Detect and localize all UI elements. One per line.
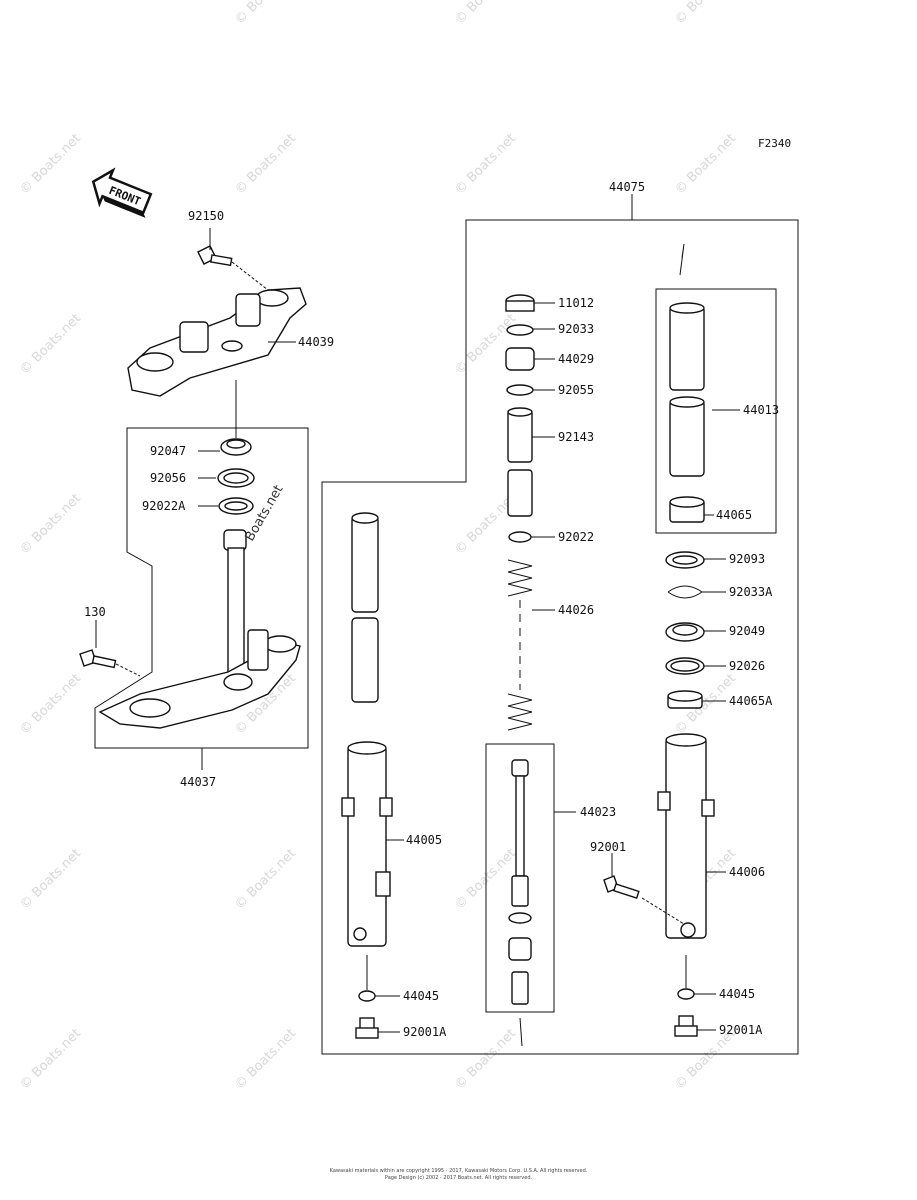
label-44045-right: 44045	[719, 987, 755, 1001]
label-92001A-left: 92001A	[403, 1025, 447, 1039]
front-arrow-icon: FRONT	[91, 167, 153, 218]
label-44013: 44013	[743, 403, 779, 417]
watermark: © Boats.net	[17, 131, 84, 198]
label-44023: 44023	[580, 805, 616, 819]
label-130: 130	[84, 605, 106, 619]
label-44039: 44039	[298, 335, 334, 349]
outer-tube-44006	[657, 733, 715, 939]
label-92056: 92056	[150, 471, 186, 485]
watermark: © Boats.net	[17, 491, 84, 558]
watermark: © Boats.net	[232, 1026, 299, 1093]
upper-bracket-44039	[127, 287, 307, 397]
watermark: © Boats.net	[232, 846, 299, 913]
front-fork-group	[321, 194, 799, 1055]
label-44029: 44029	[558, 352, 594, 366]
label-92047: 92047	[150, 444, 186, 458]
label-92001A-right: 92001A	[719, 1023, 763, 1037]
watermark: © Boats.net	[17, 1026, 84, 1093]
watermark: © Boats.net	[452, 131, 519, 198]
steering-stem-44037	[98, 529, 301, 729]
label-11012: 11012	[558, 296, 594, 310]
bolt-92150	[197, 245, 233, 267]
label-92001: 92001	[590, 840, 626, 854]
label-92022A: 92022A	[142, 499, 186, 513]
label-92049: 92049	[729, 624, 765, 638]
watermark: © Boats.net	[672, 0, 739, 28]
label-92026: 92026	[729, 659, 765, 673]
watermark: © Boats.net	[452, 1026, 519, 1093]
watermark: © Boats.net	[232, 0, 299, 28]
watermark: © Boats.net	[452, 0, 519, 28]
watermark: © Boats.net	[17, 311, 84, 378]
watermark: © Boats.net	[232, 131, 299, 198]
label-92033: 92033	[558, 322, 594, 336]
label-92143: 92143	[558, 430, 594, 444]
label-44075: 44075	[609, 180, 645, 194]
copyright-line: Kawasaki materials within are copyright …	[329, 1168, 588, 1174]
figure-code: F2340	[758, 137, 791, 150]
label-92093: 92093	[729, 552, 765, 566]
leader-lines	[198, 228, 740, 1033]
inline-watermark: Boats.net	[242, 483, 286, 544]
label-44065A: 44065A	[729, 694, 773, 708]
label-92150: 92150	[188, 209, 224, 223]
spring-44026	[507, 559, 533, 731]
bolt-130	[79, 649, 117, 669]
label-44006: 44006	[729, 865, 765, 879]
label-92033A: 92033A	[729, 585, 773, 599]
outer-tube-44005	[341, 741, 393, 947]
page-design-line: Page Design (c) 2002 - 2017 Boats.net. A…	[384, 1175, 533, 1181]
label-44005: 44005	[406, 833, 442, 847]
steering-stem-group: Boats.net	[79, 245, 309, 770]
watermark: © Boats.net	[672, 131, 739, 198]
label-44065: 44065	[716, 508, 752, 522]
label-44026: 44026	[558, 603, 594, 617]
label-44037: 44037	[180, 775, 216, 789]
label-92022: 92022	[558, 530, 594, 544]
label-92055: 92055	[558, 383, 594, 397]
part-labels: 44075 92150 44039 92047 92056 92022A 130…	[84, 180, 779, 1039]
label-44045-left: 44045	[403, 989, 439, 1003]
watermark: © Boats.net	[17, 846, 84, 913]
watermark: © Boats.net	[17, 671, 84, 738]
